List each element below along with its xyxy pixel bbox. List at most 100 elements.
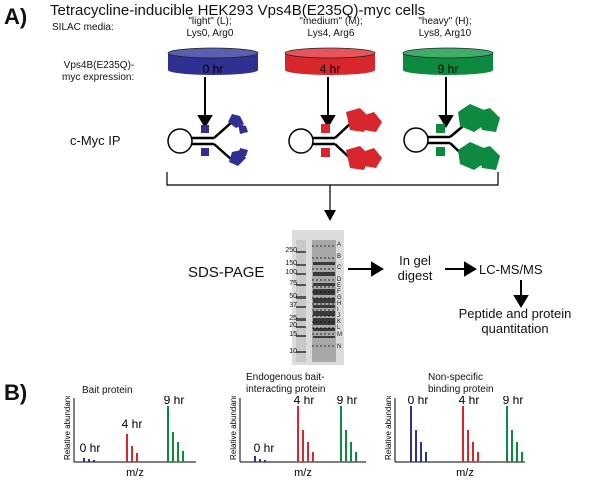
- gel-ladder-bands: [296, 251, 306, 353]
- ip-complex-heavy: [403, 104, 500, 170]
- gel-band-label: F: [337, 289, 341, 295]
- gel-marker: 25: [289, 315, 297, 322]
- plot-nonspecific-title: Non-specific binding protein: [428, 372, 528, 396]
- gel-band-label: C: [337, 265, 342, 271]
- dish-heavy: 9 hr: [402, 47, 494, 76]
- x-axis-label: m/z: [456, 467, 474, 479]
- gel-marker: 250: [285, 247, 297, 254]
- peak-label-0hr: 0 hr: [254, 441, 275, 455]
- gel-band-label: N: [337, 344, 342, 350]
- peak-label-9hr: 9 hr: [337, 396, 358, 407]
- plot-endogenous: 0 hr 4 hr 9 hr m/z Relative abundance: [230, 396, 366, 479]
- quantitation-line2: quantitation: [481, 321, 549, 336]
- peaks-bait-heavy: [167, 406, 184, 462]
- medium-medium-label: "medium" (M); Lys4, Arg6: [286, 16, 376, 40]
- gel-band-label: I: [337, 307, 339, 313]
- dish-arrows: [197, 77, 454, 128]
- plot-endogenous-title-line2: interacting protein: [246, 384, 326, 395]
- peaks-bait-light: [83, 458, 95, 462]
- gel-band-label: A: [337, 242, 342, 248]
- medium-light-label: "light" (L); Lys0, Arg0: [170, 16, 250, 40]
- gel-marker: 50: [289, 293, 297, 300]
- peaks-endogenous-light: [254, 456, 266, 462]
- quantitation-label: Peptide and protein quantitation: [440, 306, 590, 336]
- medium-heavy-line1: "heavy" (H);: [418, 16, 472, 27]
- ip-label: c-Myc IP: [70, 133, 121, 148]
- peak-label-4hr: 4 hr: [294, 396, 315, 407]
- merge-arrow: [324, 210, 336, 221]
- peaks-bait-medium: [126, 434, 138, 462]
- panel-b-label: B): [4, 380, 28, 405]
- gel-marker: 75: [289, 280, 297, 287]
- gel-marker: 37: [289, 302, 297, 309]
- gel-slice-lines: [312, 245, 336, 347]
- merge-bracket: [166, 172, 499, 212]
- peaks-endogenous-heavy: [340, 406, 357, 462]
- panel-a-title: Tetracycline-inducible HEK293 Vps4B(E235…: [50, 2, 426, 19]
- peak-label-0hr: 0 hr: [408, 396, 429, 407]
- gel-band-label: J: [337, 313, 340, 319]
- medium-light-line2: Lys0, Arg0: [186, 28, 234, 39]
- medium-medium-line1: "medium" (M);: [299, 16, 363, 27]
- expression-label-line1: Vps4B(E235Q)-: [63, 60, 135, 71]
- ip-complex-medium: [288, 108, 382, 170]
- plot-bait-title: Bait protein: [82, 385, 133, 396]
- gel-marker: 150: [285, 260, 297, 267]
- process-arrows: [348, 261, 529, 308]
- gel-marker: 20: [289, 322, 297, 329]
- gel-marker: 10: [289, 348, 297, 355]
- in-gel-digest-label: In gel digest: [386, 253, 444, 283]
- plot-nonspecific-title-line1: Non-specific: [428, 372, 484, 383]
- gel-band-label: M: [337, 332, 342, 338]
- plot-endogenous-title-line1: Endogenous bait-: [246, 372, 325, 383]
- gel-band-label: D: [337, 277, 342, 283]
- medium-heavy-label: "heavy" (H); Lys8, Arg10: [405, 16, 485, 40]
- panel-a-label: A): [4, 4, 28, 29]
- silac-media-label: SILAC media:: [52, 22, 114, 33]
- dish-medium: 4 hr: [284, 47, 376, 76]
- peak-label-4hr: 4 hr: [122, 417, 143, 431]
- y-axis-label: Relative abundance: [385, 396, 393, 460]
- gel-marker: 100: [285, 269, 297, 276]
- x-axis-label: m/z: [294, 467, 312, 479]
- medium-medium-line2: Lys4, Arg6: [307, 28, 355, 39]
- peak-label-9hr: 9 hr: [503, 396, 524, 407]
- in-gel-digest-line1: In gel: [399, 253, 431, 268]
- peak-label-9hr: 9 hr: [164, 396, 185, 407]
- gel-band-label: K: [337, 319, 342, 325]
- gel-band-label: G: [337, 295, 342, 301]
- medium-light-line1: "light" (L);: [188, 16, 232, 27]
- gel-band-label: E: [337, 283, 342, 289]
- time-9hr: 9 hr: [438, 62, 459, 76]
- x-axis-label: m/z: [126, 467, 144, 479]
- y-axis-label: Relative abundance: [230, 396, 238, 460]
- gel-band-label: L: [337, 325, 341, 331]
- sds-page-label: SDS-PAGE: [188, 264, 265, 281]
- plot-nonspecific-title-line2: binding protein: [428, 384, 494, 395]
- dish-light: 0 hr: [167, 47, 259, 76]
- peaks-nonspecific-medium: [462, 406, 479, 462]
- gel-marker: 15: [289, 331, 297, 338]
- medium-heavy-line2: Lys8, Arg10: [418, 28, 472, 39]
- ip-complex-light: [167, 114, 248, 166]
- in-gel-digest-line2: digest: [397, 268, 433, 283]
- expression-label-line2: myc expression:: [62, 72, 135, 83]
- peak-label-0hr: 0 hr: [80, 441, 101, 455]
- peaks-endogenous-medium: [297, 406, 314, 462]
- gel-band-label: B: [337, 254, 342, 260]
- y-axis-label: Relative abundance: [64, 396, 72, 460]
- plot-bait: 0 hr 4 hr 9 hr m/z Relative abundance: [64, 396, 196, 479]
- peaks-nonspecific-light: [410, 406, 427, 462]
- peak-label-4hr: 4 hr: [459, 396, 480, 407]
- gel-band-label: H: [337, 301, 342, 307]
- quantitation-line1: Peptide and protein: [458, 306, 572, 321]
- time-0hr: 0 hr: [203, 62, 224, 76]
- expression-label: Vps4B(E235Q)- myc expression:: [62, 60, 134, 84]
- plot-nonspecific: 0 hr 4 hr 9 hr m/z Relative abundance: [385, 396, 525, 479]
- plot-endogenous-title: Endogenous bait- interacting protein: [246, 372, 368, 396]
- time-4hr: 4 hr: [320, 62, 341, 76]
- lcms-label: LC-MS/MS: [479, 262, 543, 277]
- peaks-nonspecific-heavy: [506, 406, 523, 462]
